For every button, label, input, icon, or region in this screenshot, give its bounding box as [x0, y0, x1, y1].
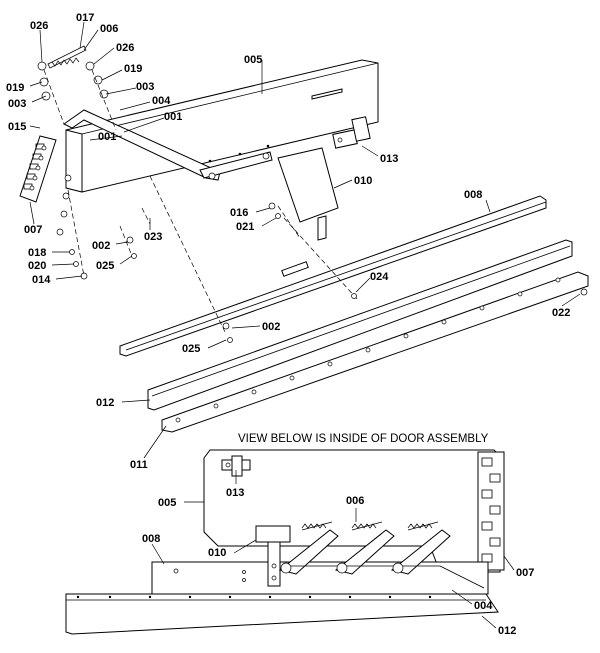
- handle-004: [63, 109, 273, 181]
- hinge-007: [19, 135, 57, 203]
- callout-001-b: 001: [98, 131, 116, 143]
- callout-007: 007: [24, 224, 42, 236]
- inside-callout-005: 005: [158, 497, 176, 509]
- callout-001-a: 001: [164, 111, 182, 123]
- leader-lines: [29, 21, 581, 629]
- callout-023: 023: [144, 231, 162, 243]
- inside-handle-004: [278, 529, 485, 589]
- callout-004: 004: [152, 95, 171, 107]
- callout-025-a: 025: [96, 260, 114, 272]
- callout-013: 013: [380, 153, 398, 165]
- angle-012: [147, 239, 573, 411]
- callout-026-a: 026: [30, 20, 48, 32]
- inside-callout-006: 006: [346, 495, 364, 507]
- fasteners-upper-left: [37, 61, 117, 131]
- callout-024: 024: [370, 271, 389, 283]
- inside-plate-010: [255, 525, 291, 587]
- callout-019-b: 019: [124, 63, 142, 75]
- inside-callout-013: 013: [226, 487, 244, 499]
- callout-015: 015: [8, 121, 26, 133]
- callout-022: 022: [552, 307, 570, 319]
- callout-019-a: 019: [6, 82, 24, 94]
- screws: [126, 202, 588, 343]
- inside-rail-008: [151, 561, 489, 595]
- callout-017: 017: [76, 12, 94, 24]
- assembly-lines: [119, 175, 359, 335]
- callout-006: 006: [100, 23, 118, 35]
- inside-hinge-007: [477, 451, 505, 571]
- rail-008: [119, 195, 547, 357]
- callout-011: 011: [130, 459, 148, 471]
- callout-026-b: 026: [116, 42, 134, 54]
- callout-012: 012: [96, 397, 114, 409]
- inside-callout-010: 010: [208, 547, 226, 559]
- spring-006: [47, 45, 87, 69]
- caption-inside-view: VIEW BELOW IS INSIDE OF DOOR ASSEMBLY: [238, 433, 489, 445]
- latch-013: [332, 116, 371, 149]
- callout-labels: 026 017 006 026 019 019 003 003 004 001 …: [6, 12, 570, 637]
- inside-callout-007: 007: [516, 567, 534, 579]
- callout-021: 021: [236, 221, 254, 233]
- callout-005: 005: [244, 54, 262, 66]
- strip-011: [161, 271, 589, 433]
- inside-angle-012: [65, 593, 499, 635]
- callout-010: 010: [354, 175, 372, 187]
- callout-003-a: 003: [8, 98, 26, 110]
- callout-002-b: 002: [262, 321, 280, 333]
- inside-callout-012: 012: [498, 625, 516, 637]
- inside-callout-004: 004: [474, 600, 493, 612]
- callout-016: 016: [230, 207, 248, 219]
- plate-010: [277, 147, 339, 241]
- callout-020: 020: [28, 260, 46, 272]
- callout-003-b: 003: [136, 81, 154, 93]
- callout-008: 008: [464, 189, 482, 201]
- callout-002-a: 002: [92, 240, 110, 252]
- callout-018: 018: [28, 247, 46, 259]
- inside-springs-006: [301, 521, 439, 531]
- callout-025-b: 025: [182, 343, 200, 355]
- callout-014: 014: [32, 274, 51, 286]
- inside-callout-008: 008: [142, 533, 160, 545]
